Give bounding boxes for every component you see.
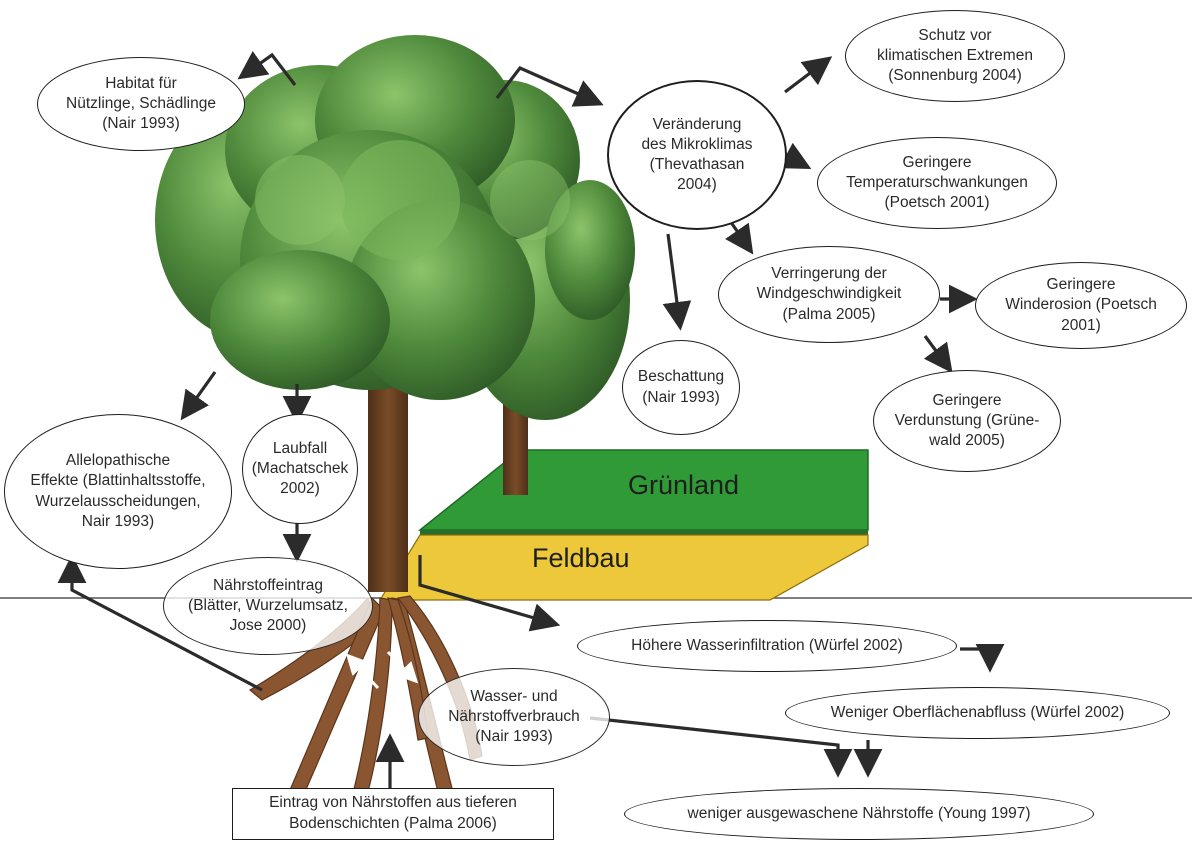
node-wasserverbrauch: Wasser- und Nährstoffverbrauch (Nair 199… — [418, 668, 610, 766]
node-temperatur: Geringere Temperaturschwankungen (Poetsc… — [817, 137, 1057, 229]
arrow-to-wasserinfiltration — [418, 555, 561, 632]
arrow-to-mikroklima — [495, 66, 604, 107]
tree-crown — [155, 35, 635, 420]
node-habitat: Habitat für Nützlinge, Schädlinge (Nair … — [37, 57, 245, 151]
node-beschattung: Beschattung (Nair 1993) — [622, 340, 740, 435]
arrow-to-oberflaechenabfluss — [960, 644, 1005, 673]
node-verdunstung: Geringere Verdunstung (Grüne- wald 2005) — [873, 370, 1061, 472]
node-laubfall: Laubfall (Machatschek 2002) — [242, 414, 358, 524]
node-oberflaechenabfluss: Weniger Oberflächenabfluss (Würfel 2002) — [785, 687, 1170, 739]
root-flow-arrows — [345, 650, 419, 690]
arrow-to-temperatur — [779, 142, 812, 170]
arrow-to-schutz — [784, 56, 833, 94]
node-naehrstoffeintrag: Nährstoffeintrag (Blätter, Wurzelumsatz,… — [163, 557, 373, 655]
arrow-verbrauch-to-ausgewaschen — [589, 716, 853, 778]
node-mikroklima: Veränderung des Mikroklimas (Thevathasan… — [607, 80, 787, 230]
arrow-to-allelopathie — [180, 371, 217, 421]
node-tiefe-schichten: Eintrag von Nährstoffen aus tieferen Bod… — [232, 788, 554, 840]
node-allelopathie: Allelopathische Effekte (Blattinhaltssto… — [4, 414, 232, 569]
node-schutz: Schutz vor klimatischen Extremen (Sonnen… — [845, 10, 1065, 102]
node-wind: Verringerung der Windgeschwindigkeit (Pa… — [718, 246, 940, 343]
arrow-to-habitat — [237, 51, 297, 86]
tree-trunk-main — [368, 360, 408, 592]
node-wasserinfiltration: Höhere Wasserinfiltration (Würfel 2002) — [577, 620, 957, 672]
arrow-root-to-allelopathie — [57, 554, 263, 692]
field-gruenland — [417, 449, 869, 535]
node-winderosion: Geringere Winderosion (Poetsch 2001) — [975, 262, 1187, 349]
arrows — [57, 51, 1005, 790]
node-ausgewaschen: weniger ausgewaschene Nährstoffe (Young … — [624, 788, 1094, 840]
feldbau-label: Feldbau — [532, 543, 630, 573]
arrow-to-verdunstung — [923, 335, 953, 374]
gruenland-label: Grünland — [628, 470, 740, 500]
arrow-to-beschattung — [662, 233, 692, 331]
